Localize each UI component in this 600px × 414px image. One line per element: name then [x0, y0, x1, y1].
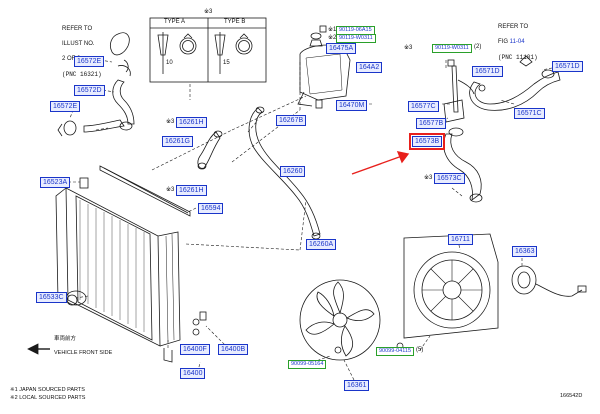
footnote-japan: ※1 JAPAN SOURCED PARTS: [10, 387, 85, 393]
refer-right-line2-prefix: FIG: [498, 38, 510, 45]
types-table: [149, 17, 267, 83]
callout-16533C[interactable]: 16533C: [36, 292, 67, 303]
refer-left-note: REFER TO ILLUST NO. 2 OF 2 (PNC 16321): [62, 18, 102, 79]
types-table-marker: ※3: [204, 9, 213, 15]
type-b-dimension: 15: [223, 60, 230, 66]
callout-16361[interactable]: 16361: [344, 380, 370, 391]
callout-164A2[interactable]: 164A2: [356, 62, 383, 73]
footnote-local: ※2 LOCAL SOURCED PARTS: [10, 395, 86, 401]
callout-16267B[interactable]: 16267B: [276, 115, 307, 126]
callout-16572E-upper[interactable]: 16572E: [74, 56, 105, 67]
fan-blade: [299, 279, 381, 361]
marker-type-16261H-b: ※3: [166, 187, 175, 193]
callout-16260A[interactable]: 16260A: [306, 239, 337, 250]
refer-left-line4: (PNC 16321): [62, 70, 102, 78]
red-pointer-arrow: [351, 151, 410, 175]
marker-type-right-upper: ※3: [404, 45, 413, 51]
marker-local: ※2: [328, 35, 337, 41]
callout-16400B[interactable]: 16400B: [218, 344, 249, 355]
marker-type-16261H-a: ※3: [166, 119, 175, 125]
refer-right-fig-link[interactable]: 11-04: [509, 38, 525, 45]
refer-left-line2: ILLUST NO.: [62, 40, 95, 47]
callout-16711[interactable]: 16711: [448, 234, 473, 245]
callout-16400F[interactable]: 16400F: [180, 344, 210, 355]
type-a-label: TYPE A: [164, 19, 186, 25]
inlet-pipe: [443, 65, 475, 123]
refer-left-hose: [110, 32, 131, 77]
type-b-label: TYPE B: [224, 19, 246, 25]
fan-motor: [511, 265, 587, 297]
marker-japan: ※1: [328, 27, 337, 33]
refer-right-line3: (PNC 11101): [498, 53, 538, 61]
callout-16571C[interactable]: 16571C: [514, 108, 545, 119]
reserve-tank: [297, 32, 351, 109]
front-label-en: VEHICLE FRONT SIDE: [54, 350, 113, 356]
callout-90099-05164[interactable]: 90099-05164: [288, 360, 327, 369]
callout-16261G[interactable]: 16261G: [162, 136, 193, 147]
lower-hose-16573B: [443, 127, 483, 203]
upper-radiator-hose: [57, 79, 135, 137]
callout-16594[interactable]: 16594: [198, 203, 224, 214]
marker-type-16573C: ※3: [424, 175, 433, 181]
radiator-core: [55, 187, 200, 363]
callout-16577C[interactable]: 16577C: [408, 101, 439, 112]
callout-16363[interactable]: 16363: [512, 246, 538, 257]
callout-16260[interactable]: 16260: [280, 166, 306, 177]
callout-16577B[interactable]: 16577B: [416, 118, 447, 129]
callout-90119-W0311-tank[interactable]: 90119-W0311: [336, 34, 376, 43]
callout-16470M[interactable]: 16470M: [336, 100, 368, 111]
callout-90119-W0311-right[interactable]: 90119-W0311: [432, 44, 472, 53]
drawing-id: 166542D: [560, 393, 583, 399]
callout-16572D[interactable]: 16572D: [74, 85, 105, 96]
radiator-support-bar: [99, 165, 191, 217]
callout-16571D-left[interactable]: 16571D: [472, 66, 503, 77]
front-label-jp: 車両前方: [54, 336, 77, 342]
callout-16261H-upper[interactable]: 16261H: [176, 117, 207, 128]
callout-16261H-lower[interactable]: 16261H: [176, 185, 207, 196]
fan-shroud: [403, 233, 499, 339]
refer-right-note: REFER TO FIG 11-04 (PNC 11101): [498, 16, 538, 62]
callout-16400[interactable]: 16400: [180, 368, 206, 379]
quantity-w0311: (2): [474, 44, 482, 50]
quantity-04115: (5): [416, 347, 424, 353]
callout-90099-04115[interactable]: 90099-04115: [376, 347, 415, 356]
refer-right-line1: REFER TO: [498, 23, 529, 30]
callout-16523A[interactable]: 16523A: [40, 177, 71, 188]
callout-16571D-right[interactable]: 16571D: [552, 61, 583, 72]
hose-16261G: [197, 130, 223, 170]
callout-16475A[interactable]: 16475A: [326, 43, 357, 54]
callout-16573C[interactable]: 16573C: [434, 173, 465, 184]
callout-16573B-highlighted[interactable]: 16573B: [408, 133, 446, 150]
type-a-dimension: 10: [166, 60, 173, 66]
front-arrow: [27, 343, 50, 355]
refer-left-line1: REFER TO: [62, 25, 93, 32]
right-upper-hose: [469, 55, 561, 111]
callout-16572E-lower[interactable]: 16572E: [50, 101, 81, 112]
bracket-16523A: [79, 177, 89, 189]
